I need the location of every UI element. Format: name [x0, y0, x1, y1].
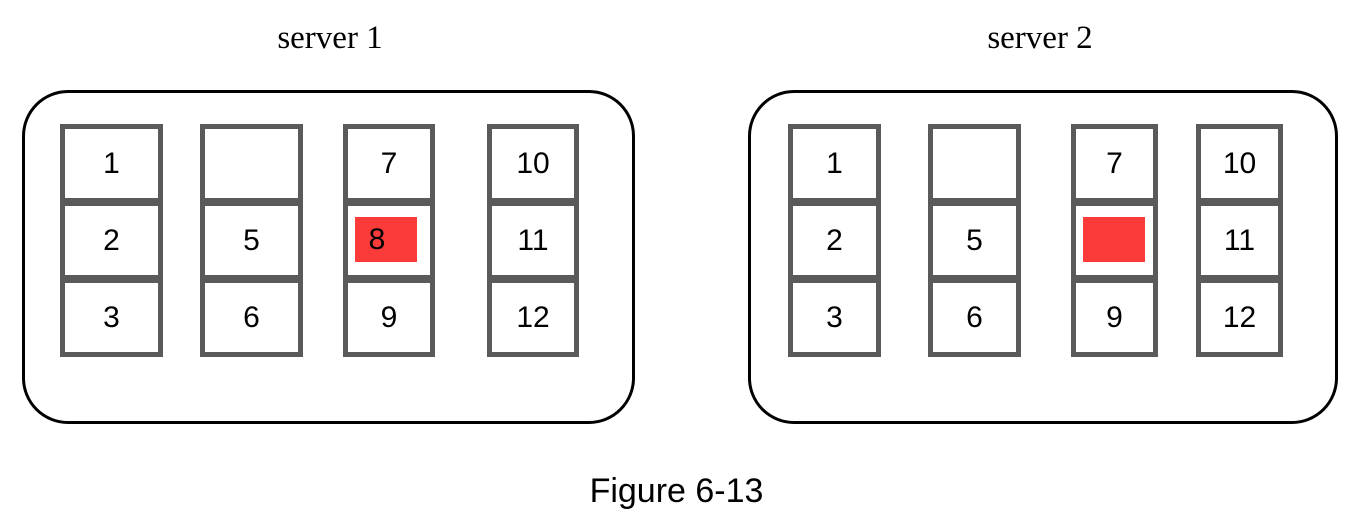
rack-cell[interactable]: 6: [928, 278, 1021, 357]
rack-cell[interactable]: 2: [788, 201, 881, 280]
rack-cell[interactable]: 1: [788, 124, 881, 203]
rack-cell-label: 12: [516, 300, 550, 334]
server-1-column-1[interactable]: 1 2 3: [60, 124, 169, 363]
rack-cell[interactable]: 2: [60, 201, 163, 280]
rack-cell[interactable]: 12: [487, 278, 579, 357]
rack-cell[interactable]: 11: [1196, 201, 1283, 280]
rack-cell-label: 1: [103, 146, 120, 180]
rack-cell[interactable]: 10: [1196, 124, 1283, 203]
highlight-block: [1083, 217, 1145, 262]
rack-cell-label: 2: [826, 223, 843, 257]
rack-cell-label: 9: [380, 300, 398, 334]
highlight-block: [355, 217, 417, 262]
rack-cell-label: 1: [826, 146, 843, 180]
rack-cell[interactable]: [928, 124, 1021, 203]
rack-cell[interactable]: 12: [1196, 278, 1283, 357]
server-1-title: server 1: [277, 20, 383, 56]
rack-cell-label: 9: [1106, 300, 1123, 334]
rack-cell[interactable]: [200, 124, 303, 203]
rack-cell[interactable]: 3: [788, 278, 881, 357]
rack-cell-label: 5: [966, 223, 983, 257]
server-2-column-3[interactable]: 7 9: [1071, 124, 1164, 363]
rack-cell[interactable]: 9: [343, 278, 435, 357]
rack-cell-label: 11: [517, 223, 549, 257]
rack-cell-highlighted[interactable]: [1071, 201, 1158, 280]
rack-cell-label: 10: [1222, 146, 1257, 180]
rack-cell[interactable]: 5: [200, 201, 303, 280]
rack-cell-label: 2: [103, 223, 120, 257]
rack-cell[interactable]: 5: [928, 201, 1021, 280]
server-2-column-2[interactable]: 5 6: [928, 124, 1027, 363]
server-2-column-4[interactable]: 10 11 12: [1196, 124, 1289, 363]
rack-cell-label: 3: [103, 300, 120, 334]
server-2-title: server 2: [987, 20, 1093, 56]
server-1-column-3[interactable]: 7 8 9: [343, 124, 441, 363]
rack-cell[interactable]: 9: [1071, 278, 1158, 357]
rack-cell-label: 8: [368, 222, 386, 256]
rack-cell[interactable]: 3: [60, 278, 163, 357]
server-1-column-4[interactable]: 10 11 12: [487, 124, 585, 363]
rack-cell[interactable]: 7: [343, 124, 435, 203]
figure-caption: Figure 6-13: [589, 472, 764, 510]
rack-cell[interactable]: 1: [60, 124, 163, 203]
rack-cell[interactable]: 6: [200, 278, 303, 357]
rack-cell[interactable]: 11: [487, 201, 579, 280]
rack-cell[interactable]: 7: [1071, 124, 1158, 203]
server-1-enclosure: [22, 90, 635, 424]
server-1-column-2[interactable]: 5 6: [200, 124, 309, 363]
rack-cell-label: 3: [826, 300, 843, 334]
rack-cell-label: 7: [1106, 146, 1123, 180]
server-2-column-1[interactable]: 1 2 3: [788, 124, 887, 363]
rack-cell-label: [1090, 217, 1120, 262]
rack-cell-label: 6: [966, 300, 983, 334]
rack-cell-label: 12: [1222, 300, 1257, 334]
server-2-enclosure: [748, 90, 1338, 424]
rack-cell-label: 11: [1223, 223, 1256, 257]
rack-cell[interactable]: 10: [487, 124, 579, 203]
rack-cell-label: 5: [243, 223, 260, 257]
rack-cell-label: 6: [243, 300, 260, 334]
rack-cell-highlighted[interactable]: 8: [343, 201, 435, 280]
rack-cell-label: 10: [516, 146, 550, 180]
rack-cell-label: 7: [380, 146, 398, 180]
